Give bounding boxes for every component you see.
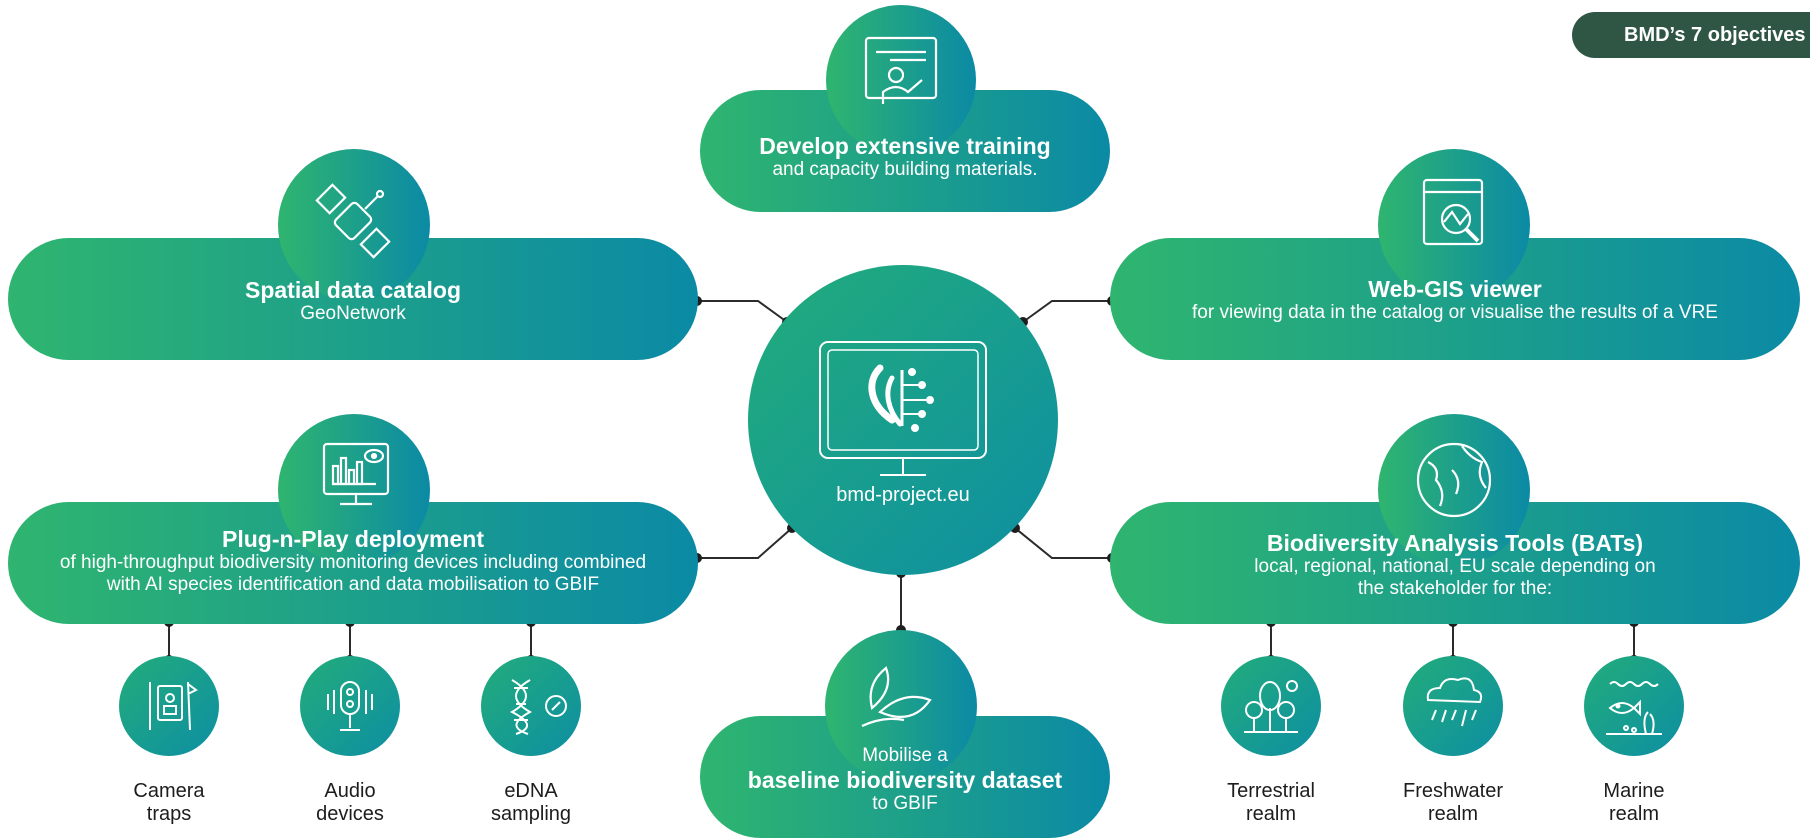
objective-line: of high-throughput biodiversity monitori… <box>59 552 647 574</box>
label-line: Freshwater <box>1402 780 1504 802</box>
device-circle-edna <box>481 656 581 756</box>
realm-label-terrestrial: Terrestrial realm <box>1201 780 1341 826</box>
label-line: Terrestrial <box>1227 780 1315 802</box>
objective-title: Biodiversity Analysis Tools (BATs) <box>1266 530 1644 556</box>
objective-title: Develop extensive training <box>759 133 1051 159</box>
label-line: traps <box>146 803 192 825</box>
objective-plugnplay: Plug-n-Play deployment of high-throughpu… <box>8 526 698 596</box>
pill-webgis <box>1110 149 1800 360</box>
device-label-audio: Audio devices <box>280 780 420 826</box>
objective-subtitle: for viewing data in the catalog or visua… <box>1192 302 1718 324</box>
device-circle-camera <box>119 656 219 756</box>
pill-bats <box>1110 414 1800 624</box>
realm-circle-freshwater <box>1403 656 1503 756</box>
label-line: Camera <box>133 780 205 802</box>
objective-subtitle: GeoNetwork <box>300 303 406 325</box>
pill-catalog <box>8 149 698 360</box>
map-analysis-icon <box>1422 178 1484 246</box>
pill-plugnplay <box>8 414 698 624</box>
label-line: realm <box>1427 803 1478 825</box>
realm-label-freshwater: Freshwater realm <box>1383 780 1523 826</box>
objective-mobilise: Mobilise a baseline biodiversity dataset… <box>700 745 1110 815</box>
monitor-chart-icon <box>322 442 390 506</box>
satellite-icon <box>315 183 391 259</box>
objective-title: Web-GIS viewer <box>1368 276 1542 302</box>
label-line: Audio <box>324 780 376 802</box>
objective-subtitle: and capacity building materials. <box>772 159 1038 181</box>
device-label-camera: Camera traps <box>99 780 239 826</box>
objective-line: with AI species identification and data … <box>106 574 600 596</box>
connectors <box>168 300 1635 660</box>
label-line: sampling <box>490 803 572 825</box>
label-line: Marine <box>1603 780 1665 802</box>
objectives-badge: BMD’s 7 objectives <box>1572 12 1810 58</box>
realm-circle-marine <box>1584 656 1684 756</box>
objective-line: Mobilise a <box>862 745 948 766</box>
objective-title: baseline biodiversity dataset <box>747 766 1063 793</box>
objective-title: Spatial data catalog <box>244 277 461 303</box>
device-circle-audio <box>300 656 400 756</box>
device-label-edna: eDNA sampling <box>461 780 601 826</box>
label-line: eDNA <box>504 780 558 802</box>
objective-line: local, regional, national, EU scale depe… <box>1254 556 1656 578</box>
objective-training: Develop extensive training and capacity … <box>700 133 1110 181</box>
presentation-icon <box>864 36 938 104</box>
label-line: realm <box>1608 803 1659 825</box>
label-line: realm <box>1245 803 1296 825</box>
objective-catalog: Spatial data catalog GeoNetwork <box>8 277 698 325</box>
center-label: bmd-project.eu <box>836 484 970 506</box>
objective-line: to GBIF <box>872 793 938 815</box>
monitor-logo-icon <box>819 341 987 476</box>
realm-circle-terrestrial <box>1221 656 1321 756</box>
leaves-icon <box>861 666 932 728</box>
objective-webgis: Web-GIS viewer for viewing data in the c… <box>1110 276 1800 324</box>
objective-title: Plug-n-Play deployment <box>222 526 484 552</box>
objective-line: the stakeholder for the: <box>1357 578 1553 600</box>
pill-mobilise <box>700 630 1110 838</box>
globe-icon <box>1416 442 1492 518</box>
realm-label-marine: Marine realm <box>1564 780 1704 826</box>
label-line: devices <box>316 803 384 825</box>
objective-bats: Biodiversity Analysis Tools (BATs) local… <box>1110 530 1800 600</box>
